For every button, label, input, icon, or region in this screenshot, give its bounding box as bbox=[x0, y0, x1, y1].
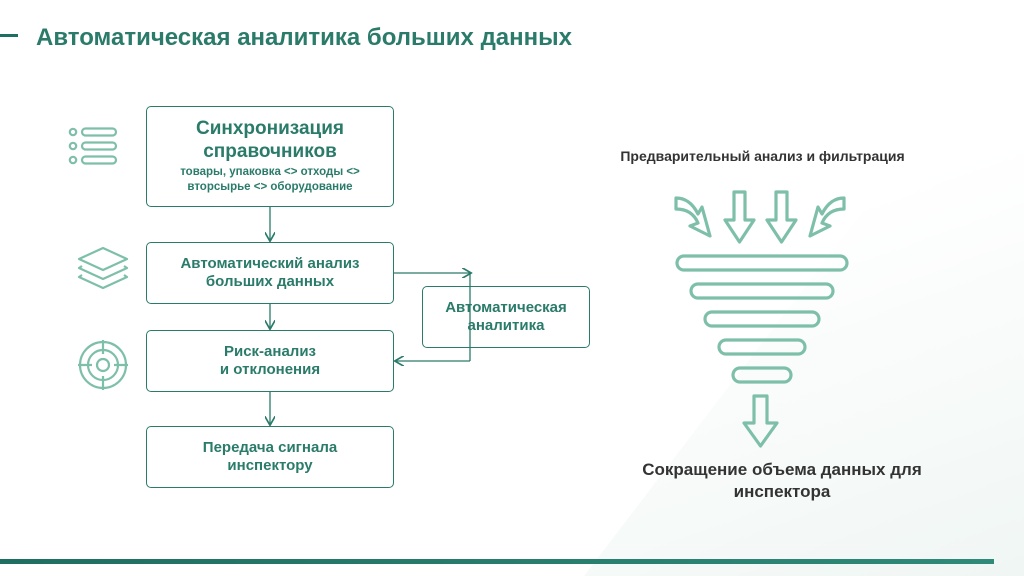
funnel-top-label: Предварительный анализ и фильтрация bbox=[620, 148, 905, 164]
funnel-arrow-2 bbox=[723, 190, 756, 244]
sync-sub-line1: товары, упаковка <> отходы <> bbox=[180, 166, 360, 179]
funnel-bottom-label: Сокращение объема данных для инспектора bbox=[602, 459, 962, 503]
funnel-bar-2 bbox=[689, 282, 835, 300]
target-icon bbox=[78, 340, 128, 390]
analysis-line1: Автоматический анализ bbox=[180, 254, 360, 272]
funnel-bottom-line2: инспектора bbox=[733, 482, 831, 502]
auto-analytics-box: Автоматическая аналитика bbox=[422, 286, 590, 348]
signal-line1: Передача сигнала bbox=[202, 438, 338, 456]
bottom-accent-bar bbox=[0, 559, 994, 564]
risk-line1: Риск-анализ bbox=[223, 342, 317, 360]
auto-line1: Автоматическая bbox=[445, 298, 567, 316]
funnel-bar-1 bbox=[675, 254, 849, 272]
risk-line2: и отклонения bbox=[219, 361, 321, 378]
funnel-arrow-1 bbox=[674, 196, 712, 238]
sync-reference-box: Синхронизация справочников товары, упако… bbox=[146, 106, 394, 207]
list-icon bbox=[68, 127, 118, 165]
funnel-bar-5 bbox=[731, 366, 793, 384]
funnel-arrow-4 bbox=[808, 196, 846, 238]
sync-title-line1: Синхронизация bbox=[195, 117, 345, 139]
funnel-bar-4 bbox=[717, 338, 807, 356]
sync-sub-line2: вторсырье <> оборудование bbox=[187, 181, 353, 194]
auto-line2: аналитика bbox=[467, 317, 545, 334]
funnel-bottom-line1: Сокращение объема данных для bbox=[642, 460, 922, 479]
big-data-analysis-box: Автоматический анализ больших данных bbox=[146, 242, 394, 304]
funnel-bar-3 bbox=[703, 310, 821, 328]
analysis-line2: больших данных bbox=[205, 273, 335, 290]
signal-transfer-box: Передача сигнала инспектору bbox=[146, 426, 394, 488]
funnel-arrow-3 bbox=[765, 190, 798, 244]
sync-title-line2: справочников bbox=[203, 140, 337, 162]
funnel-output-arrow bbox=[742, 394, 779, 448]
title-accent-bar bbox=[0, 34, 18, 37]
page-title: Автоматическая аналитика больших данных bbox=[36, 24, 572, 51]
layers-icon bbox=[77, 246, 129, 290]
signal-line2: инспектору bbox=[227, 457, 313, 474]
